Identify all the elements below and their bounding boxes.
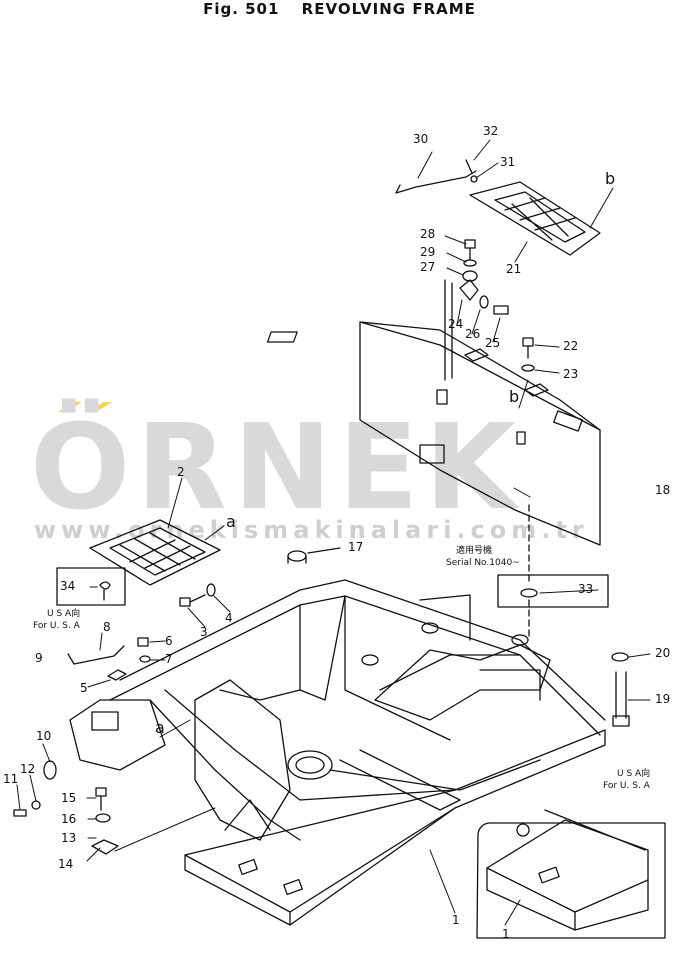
cover-2 [89, 519, 221, 586]
revolving-frame-body [69, 579, 606, 841]
watermark-url: www.ornekismakinalari.com.tr [34, 516, 589, 544]
callout-13: 13 [61, 831, 77, 845]
watermark-accent [58, 402, 112, 412]
callout-1-inset: 1 [502, 927, 510, 941]
callout-21: 21 [506, 262, 522, 276]
usa-note-left-jp: U S A向 [47, 609, 81, 619]
callout-9: 9 [35, 651, 43, 665]
callout-23: 23 [563, 367, 579, 381]
callout-18: 18 [655, 483, 671, 497]
callout-15: 15 [61, 791, 77, 805]
callout-26: 26 [465, 327, 481, 341]
callout-3: 3 [200, 625, 208, 639]
bolt-3-washer-4 [179, 583, 216, 607]
callout-22: 22 [563, 339, 579, 353]
callout-25: 25 [485, 336, 501, 350]
leader-lines [16, 139, 651, 926]
plug-17 [287, 550, 307, 562]
bolt-19 [611, 652, 630, 727]
callout-2: 2 [177, 465, 185, 479]
figure-name: REVOLVING FRAME [301, 0, 476, 18]
callout-34: 34 [60, 579, 76, 593]
callout-33: 33 [578, 582, 594, 596]
label-b-top: b [605, 169, 616, 188]
cover-21 [469, 181, 601, 256]
usa-note-right-jp: U S A向 [617, 769, 651, 779]
callout-32: 32 [483, 124, 499, 138]
key-box-34 [56, 567, 126, 606]
callout-20: 20 [655, 646, 671, 660]
callout-28: 28 [420, 227, 436, 241]
base-plate [184, 729, 606, 926]
label-b-side: b [509, 387, 520, 406]
usa-note-left: For U. S. A [33, 621, 80, 631]
callout-7: 7 [165, 652, 173, 666]
callout-14: 14 [58, 857, 74, 871]
callout-8: 8 [103, 620, 111, 634]
callout-30: 30 [413, 132, 429, 146]
callout-1-main: 1 [452, 913, 460, 927]
callout-12: 12 [20, 762, 36, 776]
side-cover-18 [266, 279, 601, 546]
callout-5: 5 [80, 681, 88, 695]
callout-11: 11 [3, 772, 19, 786]
washer-box-33 [497, 574, 609, 608]
callout-6: 6 [165, 634, 173, 648]
label-a-top: a [226, 512, 236, 531]
callout-16: 16 [61, 812, 77, 826]
rod-30 [395, 170, 477, 194]
callout-24: 24 [448, 317, 464, 331]
figure-number: Fig. 501 [203, 0, 280, 18]
usa-note-right: For U. S. A [603, 781, 650, 791]
callout-4: 4 [225, 611, 233, 625]
callout-17: 17 [348, 540, 364, 554]
callout-31: 31 [500, 155, 516, 169]
callout-19: 19 [655, 692, 671, 706]
serial-note: Serial No.1040~ [446, 558, 520, 568]
callout-29: 29 [420, 245, 436, 259]
callout-10: 10 [36, 729, 52, 743]
callout-27: 27 [420, 260, 436, 274]
serial-note-jp: 適用号機 [456, 546, 493, 556]
bracket-24 [459, 279, 479, 301]
figure-title: Fig. 501 REVOLVING FRAME [0, 0, 679, 18]
label-a-frame: a [155, 718, 165, 737]
inset-usa [476, 809, 666, 939]
